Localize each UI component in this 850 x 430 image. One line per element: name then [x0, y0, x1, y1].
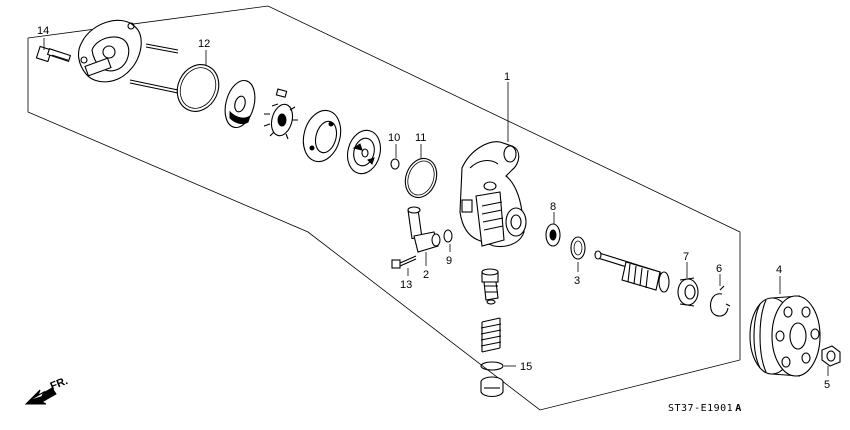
part-nut-5 [821, 345, 841, 367]
part-dowel-pins [129, 43, 179, 94]
part-shaft [594, 250, 670, 293]
callout-15: 15 [520, 361, 532, 373]
callout-8: 8 [550, 201, 556, 213]
part-bearing-7 [677, 277, 699, 307]
part-bolt-13 [391, 255, 417, 269]
callout-7: 7 [683, 251, 689, 263]
callout-10: 10 [388, 132, 400, 144]
part-vane [275, 88, 288, 98]
callout-12: 12 [198, 38, 210, 50]
callout-1: 1 [504, 71, 510, 83]
part-pump-body [459, 141, 527, 248]
part-cam-ring [302, 109, 342, 163]
part-washer-9 [443, 229, 453, 243]
part-rear-cover [77, 19, 142, 83]
part-o-ring-15 [480, 361, 504, 371]
callout-11: 11 [415, 132, 426, 144]
part-washer-3 [570, 236, 586, 260]
part-front-plate [346, 129, 382, 175]
callout-9: 9 [446, 255, 452, 267]
part-side-plate [224, 79, 256, 129]
callout-5: 5 [824, 379, 830, 391]
part-spring [480, 317, 502, 353]
part-o-ring-12 [176, 64, 220, 112]
part-bolt-14 [35, 45, 72, 63]
callout-2: 2 [423, 269, 429, 281]
part-snap-ring-6 [709, 285, 731, 317]
callout-14: 14 [37, 25, 49, 37]
callout-13: 13 [400, 279, 412, 291]
part-o-ring-11 [404, 157, 438, 199]
assembly-frame [27, 5, 741, 411]
direction-label: FR. [49, 375, 70, 393]
callout-3: 3 [574, 275, 580, 287]
part-o-ring-10 [390, 158, 400, 170]
part-outlet-fitting-2 [407, 206, 441, 253]
part-rotor [263, 103, 298, 140]
part-seal-8 [545, 223, 561, 247]
callout-6: 6 [716, 263, 722, 275]
part-flow-valve [481, 268, 499, 305]
callout-4: 4 [776, 264, 782, 276]
leader-lines [43, 38, 829, 376]
part-cap-plug [480, 376, 504, 398]
part-pulley-4 [749, 295, 821, 377]
front-direction-arrow [24, 387, 57, 405]
